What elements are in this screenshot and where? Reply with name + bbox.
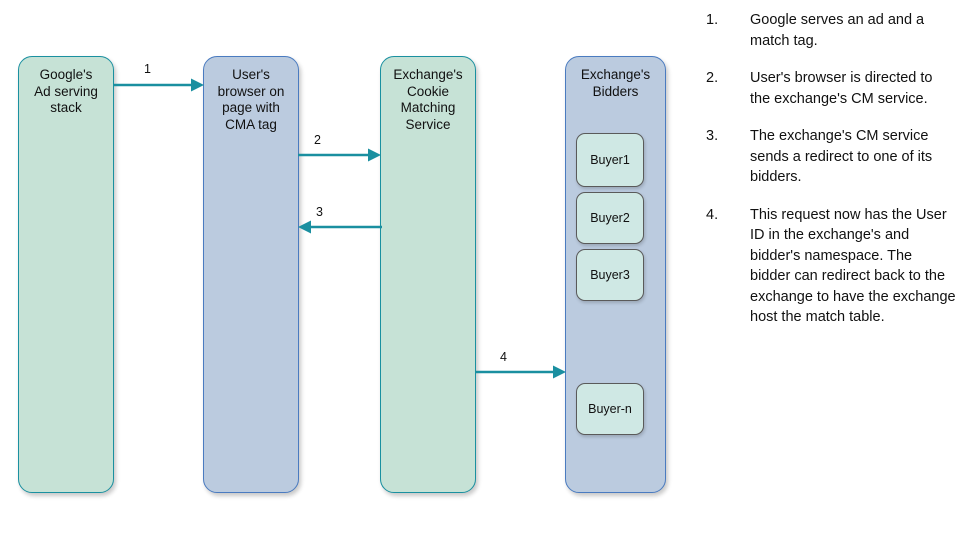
buyer-box-1[interactable]: Buyer1 bbox=[576, 133, 644, 187]
arrow-3 bbox=[298, 219, 382, 235]
note-item-1-text: Google serves an ad and a match tag. bbox=[750, 12, 925, 49]
note-item-3-text: The exchange's CM service sends a redire… bbox=[750, 128, 933, 185]
note-item-3: 3. The exchange's CM service sends a red… bbox=[706, 126, 956, 188]
note-item-4-number: 4. bbox=[706, 206, 719, 223]
numbered-notes-list: 1. Google serves an ad and a match tag. … bbox=[706, 10, 956, 345]
note-item-3-number: 3. bbox=[706, 128, 719, 144]
arrow-2-label: 2 bbox=[314, 133, 321, 147]
arrow-4 bbox=[476, 364, 567, 380]
arrow-4-label: 4 bbox=[500, 350, 507, 364]
arrow-1 bbox=[113, 77, 205, 93]
note-item-1-number: 1. bbox=[706, 12, 719, 28]
buyer-box-3[interactable]: Buyer3 bbox=[576, 249, 644, 301]
note-item-2-number: 2. bbox=[706, 70, 719, 86]
buyer-box-1-label: Buyer1 bbox=[590, 153, 630, 167]
arrow-3-label: 3 bbox=[316, 205, 323, 219]
buyer-box-n[interactable]: Buyer-n bbox=[576, 383, 644, 435]
note-item-4: 4. This request now has the User ID in t… bbox=[706, 205, 956, 328]
buyer-box-3-label: Buyer3 bbox=[590, 268, 630, 282]
buyer-box-n-label: Buyer-n bbox=[588, 402, 632, 416]
note-item-1: 1. Google serves an ad and a match tag. bbox=[706, 10, 956, 51]
buyer-box-2[interactable]: Buyer2 bbox=[576, 192, 644, 244]
arrow-1-label: 1 bbox=[144, 62, 151, 76]
note-item-2: 2. User's browser is directed to the exc… bbox=[706, 68, 956, 109]
note-item-4-text: This request now has the User ID in the … bbox=[750, 206, 956, 326]
buyer-box-2-label: Buyer2 bbox=[590, 211, 630, 225]
note-item-2-text: User's browser is directed to the exchan… bbox=[750, 70, 933, 107]
arrow-2 bbox=[298, 147, 382, 163]
